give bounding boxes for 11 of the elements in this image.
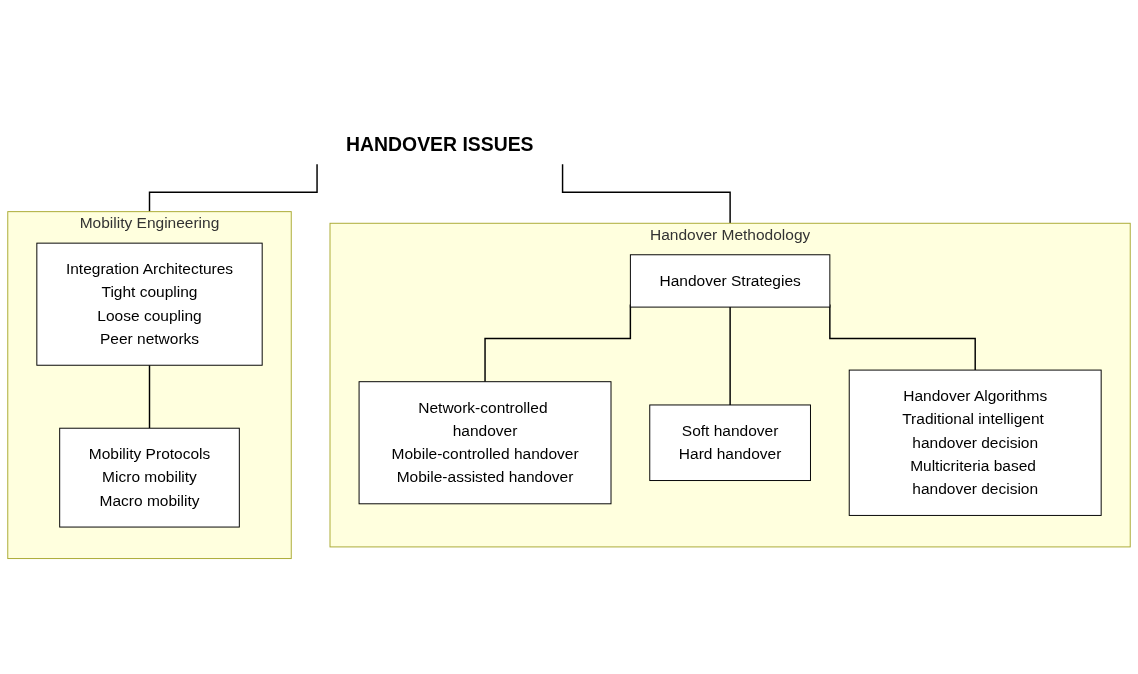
connector — [148, 163, 318, 213]
node-box: Integration Architectures Tight coupling Loose coupling Peer networks — [36, 243, 263, 367]
connector — [561, 163, 731, 225]
node-box: Handover Strategies — [629, 254, 831, 308]
node-box: Network-controlled handover Mobile-controlled handover Mobile-assisted handover — [358, 381, 612, 505]
node-text: HANDOVER ISSUES — [346, 133, 534, 155]
node-box: Mobility Protocols Micro mobility Macro mobility — [59, 428, 240, 528]
connector — [148, 364, 151, 430]
connector — [729, 306, 731, 407]
node-box: Soft handover Hard handover — [649, 404, 811, 482]
node-box: Handover Algorithms Traditional intelligent handover decision Multicriteria based handover decision — [848, 369, 1102, 517]
